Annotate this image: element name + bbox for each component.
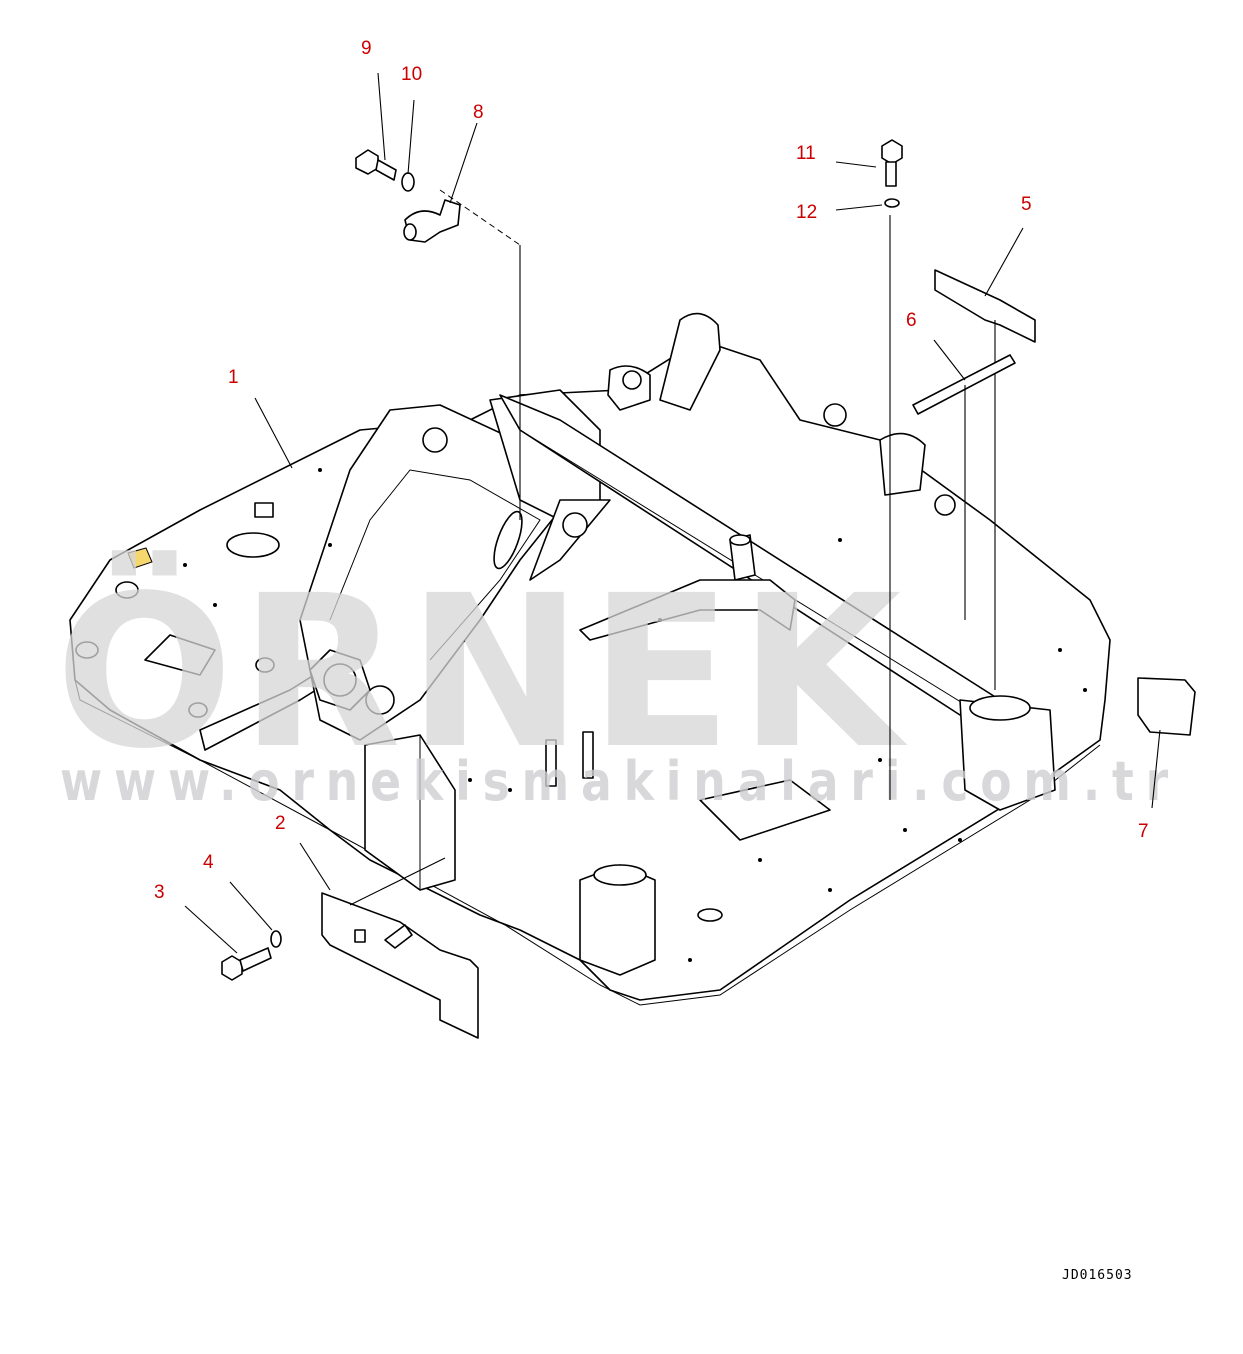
rod-part-6[interactable] xyxy=(912,354,1016,415)
callout-4: 4 xyxy=(203,852,214,873)
callout-10: 10 xyxy=(401,64,422,85)
callout-5: 5 xyxy=(1021,194,1032,215)
bolt-part-11[interactable] xyxy=(881,139,903,187)
callout-2: 2 xyxy=(275,813,286,834)
callout-1: 1 xyxy=(228,367,239,388)
washer-part-10[interactable] xyxy=(401,172,415,192)
callout-labels: 1 2 3 4 5 6 7 8 9 10 11 12 xyxy=(154,38,1149,903)
callout-12: 12 xyxy=(796,202,817,223)
callout-9: 9 xyxy=(361,38,372,59)
callout-leaders xyxy=(184,72,1161,954)
callout-3: 3 xyxy=(154,882,165,903)
bracket-part-8[interactable] xyxy=(403,199,461,243)
main-frame[interactable] xyxy=(69,312,1111,1006)
watermark-url: www.ornekismakinalari.com.tr xyxy=(60,750,1180,813)
bolt-part-3[interactable] xyxy=(221,947,272,981)
bolt-part-9[interactable] xyxy=(355,149,397,181)
callout-6: 6 xyxy=(906,310,917,331)
washer-part-4[interactable] xyxy=(270,930,282,948)
callout-11: 11 xyxy=(796,143,816,164)
cover-plate-part-2[interactable] xyxy=(321,892,479,1039)
watermark: ÖRNEK www.ornekismakinalari.com.tr xyxy=(55,549,1180,813)
plate-part-5[interactable] xyxy=(934,269,1036,343)
washer-part-12[interactable] xyxy=(884,198,900,208)
drawing-id: JD016503 xyxy=(1062,1268,1133,1283)
callout-8: 8 xyxy=(473,102,484,123)
bolt-holes xyxy=(183,468,1087,962)
callout-7: 7 xyxy=(1138,821,1149,842)
highlighted-block xyxy=(127,547,153,569)
watermark-brand: ÖRNEK xyxy=(55,549,908,795)
stopper-part-7[interactable] xyxy=(1137,677,1196,736)
